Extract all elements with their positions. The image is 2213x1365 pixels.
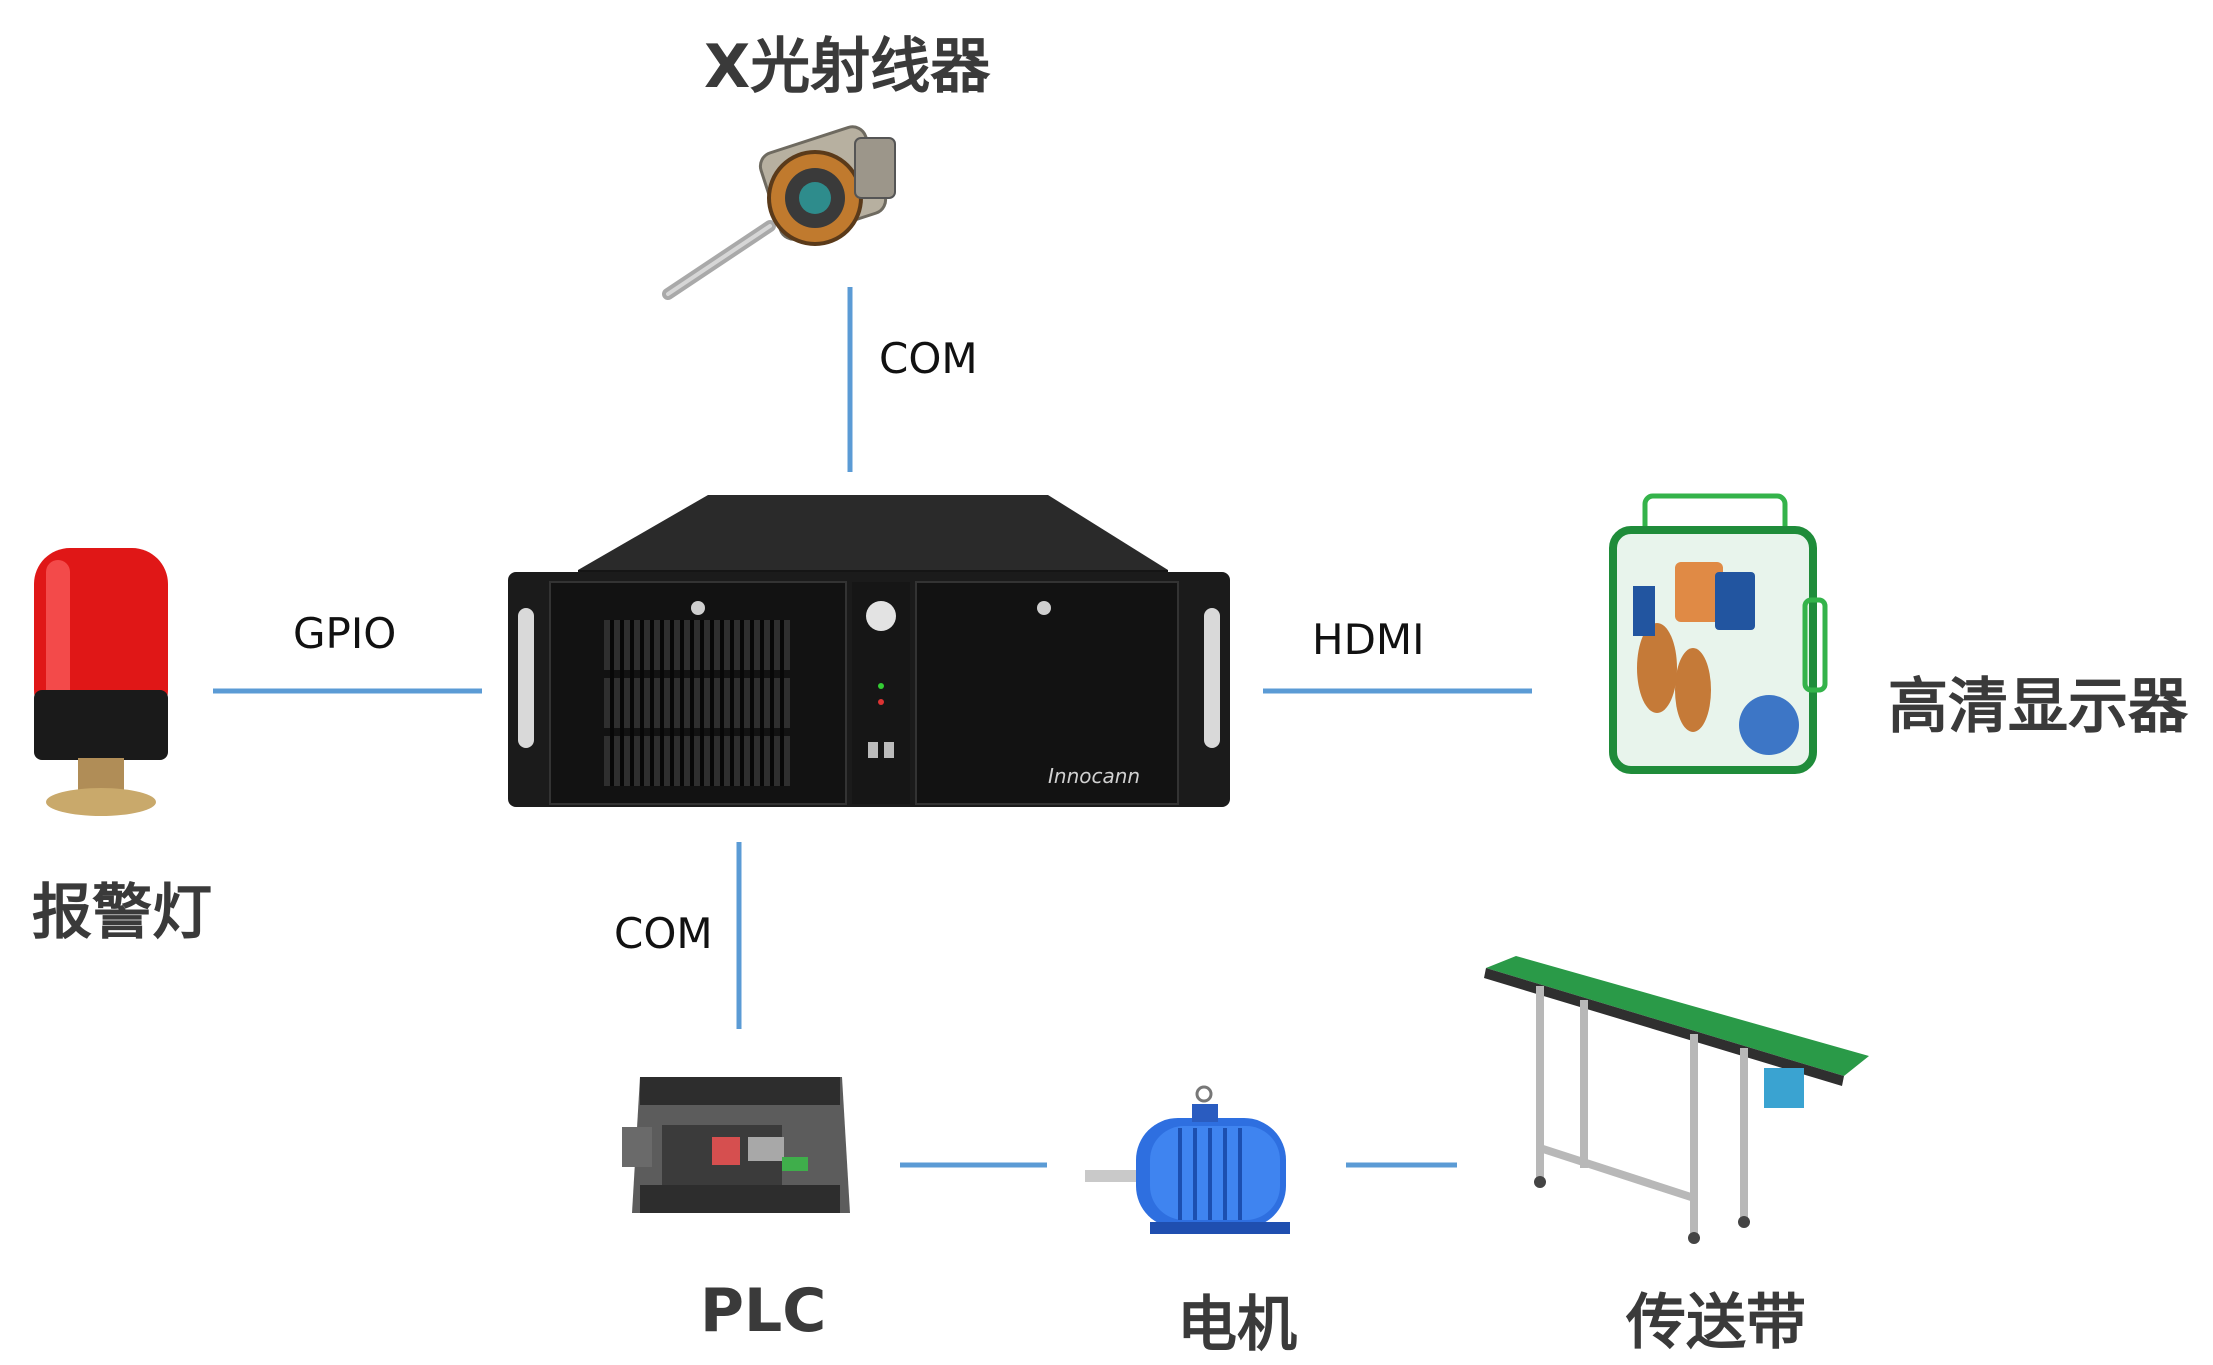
alarm-title: 报警灯	[32, 878, 212, 948]
connection-label-bottom: COM	[614, 909, 713, 958]
connection-label-top: COM	[879, 334, 978, 383]
motor-title: 电机	[1177, 1290, 1297, 1360]
connection-label-right: HDMI	[1312, 615, 1425, 664]
conveyor-title: 传送带	[1626, 1288, 1806, 1358]
connection-label-left: GPIO	[293, 609, 397, 658]
alarm-lamp-icon	[34, 548, 168, 816]
industrial-pc-icon: Innocann	[508, 495, 1230, 807]
xray-title: X光射线器	[704, 32, 991, 102]
motor-icon	[1085, 1085, 1290, 1234]
display-xray-image-icon	[1609, 493, 1828, 774]
display-title: 高清显示器	[1888, 672, 2188, 742]
plc-title: PLC	[700, 1276, 827, 1346]
xray-tube-icon	[662, 125, 896, 300]
plc-icon	[622, 1077, 850, 1213]
ipc-brand-label: Innocann	[1048, 764, 1140, 788]
conveyor-icon	[1484, 956, 1869, 1244]
